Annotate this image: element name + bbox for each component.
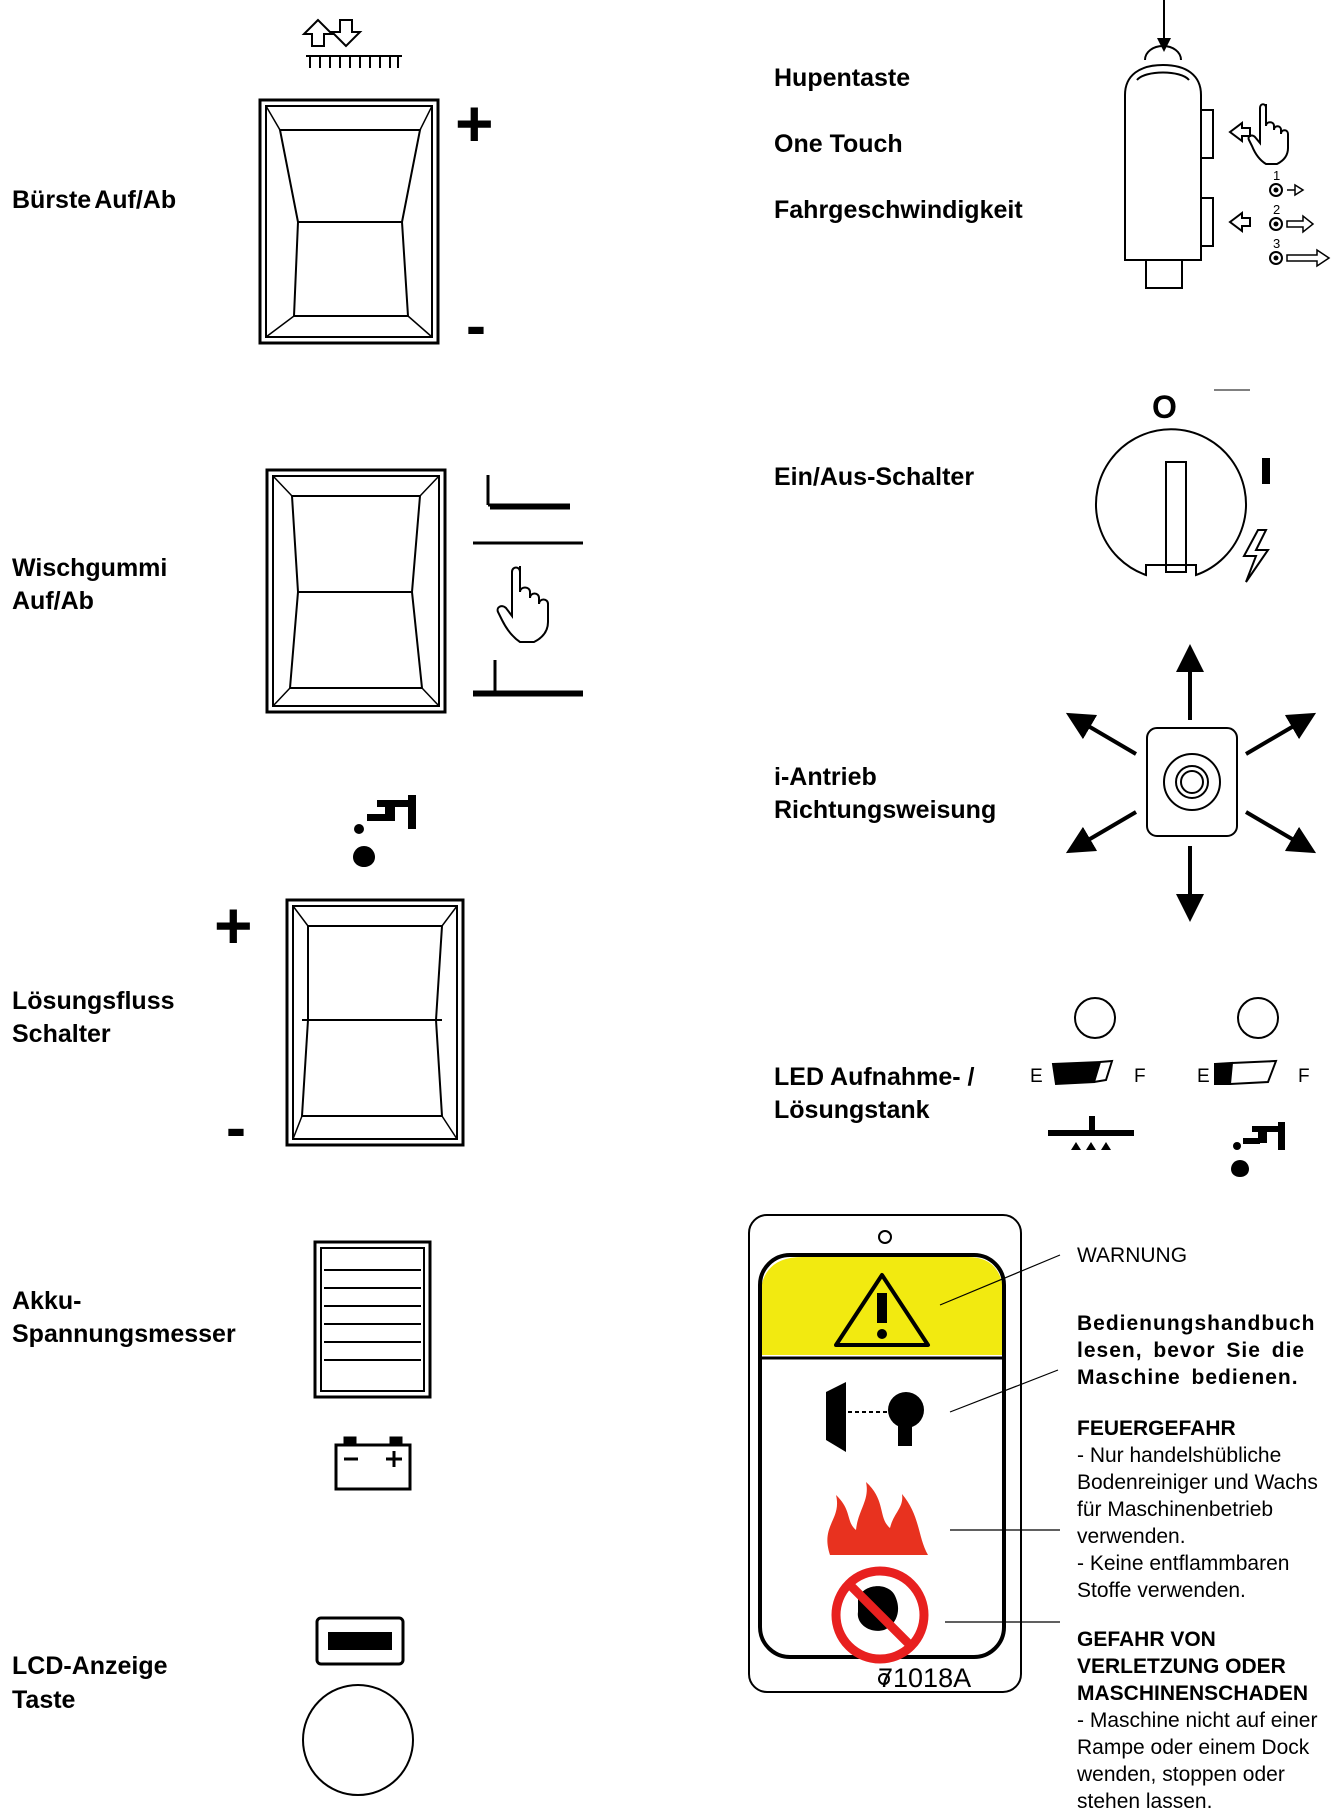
part-number: 71018A (878, 1663, 972, 1693)
recovery-empty-label: E (1030, 1066, 1043, 1087)
injury-title-1: GEFAHR VON (1077, 1628, 1216, 1651)
on-off-switch-label: Ein/Aus-Schalter (774, 463, 975, 491)
solution-tank-led (1214, 997, 1279, 1085)
leader-lines (939, 1254, 1061, 1623)
battery-label-line1: Akku- (12, 1287, 82, 1315)
brush-rocker-switch[interactable] (258, 98, 440, 345)
one-touch-arrow-icon (1228, 211, 1251, 233)
recovery-tank-led (1051, 997, 1116, 1086)
fire-hazard-icon (827, 1482, 928, 1555)
led-label-line1: LED Aufnahme- / (774, 1063, 975, 1091)
direction-selector-knob[interactable] (1146, 727, 1238, 837)
horn-arrow-icon (1228, 121, 1251, 143)
solution-rocker-switch[interactable] (285, 898, 465, 1147)
lcd-button[interactable] (302, 1684, 414, 1796)
injury-line-1: - Maschine nicht auf einer (1077, 1709, 1318, 1732)
battery-voltmeter-display (313, 1240, 432, 1399)
battery-icon (334, 1436, 412, 1491)
squeegee-rocker-switch[interactable] (265, 468, 447, 714)
fire-line-4: verwenden. (1077, 1525, 1186, 1548)
travel-speed-label: Fahrgeschwindigkeit (774, 196, 1023, 224)
no-step-prohibition-icon (831, 1566, 929, 1664)
battery-label-line2: Spannungsmesser (12, 1320, 236, 1348)
lcd-display (315, 1616, 405, 1666)
brush-plus-sign: + (455, 86, 494, 160)
lcd-label-line2: Taste (12, 1686, 76, 1714)
hand-press-icon (496, 566, 549, 643)
warning-triangle-icon (834, 1273, 930, 1347)
key-switch[interactable] (1095, 389, 1250, 577)
solution-full-label: F (1298, 1066, 1310, 1087)
horn-button-label: Hupentaste (774, 64, 911, 92)
led-label-line2: Lösungstank (774, 1096, 930, 1124)
manual-line-1: Bedienungshandbuch (1077, 1312, 1316, 1335)
faucet-icon (1231, 1122, 1285, 1177)
warning-decal (748, 1214, 1022, 1693)
squeegee-label-line2: Auf/Ab (12, 587, 94, 615)
drive-handle-joystick[interactable] (1124, 0, 1214, 289)
one-touch-label: One Touch (774, 130, 903, 158)
injury-line-4: stehen lassen. (1077, 1790, 1213, 1813)
speed-3-label: 3 (1273, 236, 1280, 251)
start-lightning-icon (1242, 529, 1270, 583)
brush-minus-sign: - (466, 292, 486, 359)
solution-flow-label-line1: Lösungsfluss (12, 987, 175, 1015)
fire-line-2: Bodenreiniger und Wachs (1077, 1471, 1318, 1494)
solution-plus-sign: + (214, 888, 253, 962)
lcd-label-line1: LCD-Anzeige (12, 1652, 168, 1680)
squeegee-up-icon (473, 475, 583, 545)
speed-selector-icon: 1 2 3 (1269, 168, 1331, 268)
direction-arrows-icon (1065, 644, 1317, 922)
read-manual-icon (826, 1382, 924, 1452)
squeegee-label-line1: Wischgummi (12, 554, 168, 582)
squeegee-down-icon (473, 660, 583, 697)
decal-hole (878, 1673, 890, 1685)
injury-title-3: MASCHINENSCHADEN (1077, 1682, 1309, 1705)
injury-line-3: wenden, stoppen oder (1077, 1763, 1285, 1786)
fire-line-3: für Maschinenbetrieb (1077, 1498, 1274, 1521)
drive-label-line2: Richtungsweisung (774, 796, 997, 824)
speed-2-label: 2 (1273, 202, 1280, 217)
manual-line-3: Maschine bedienen. (1077, 1366, 1299, 1389)
speed-1-label: 1 (1273, 168, 1280, 183)
warning-title: WARNUNG (1077, 1244, 1188, 1267)
injury-title-2: VERLETZUNG ODER (1077, 1655, 1286, 1678)
fire-hazard-title: FEUERGEFAHR (1077, 1417, 1236, 1440)
brush-up-down-label: Bürste Auf/Ab (12, 186, 177, 214)
fire-line-1: - Nur handelshübliche (1077, 1444, 1282, 1467)
solution-minus-sign: - (226, 1094, 246, 1161)
on-position-mark (1262, 458, 1270, 484)
hand-press-icon (1247, 103, 1289, 165)
off-position-label: O (1152, 389, 1177, 425)
recovery-squeegee-icon (1048, 1116, 1134, 1150)
faucet-icon (353, 795, 416, 867)
solution-empty-label: E (1197, 1066, 1210, 1087)
fire-line-6: Stoffe verwenden. (1077, 1579, 1246, 1602)
fire-line-5: - Keine entflammbaren (1077, 1552, 1290, 1575)
solution-flow-label-line2: Schalter (12, 1020, 111, 1048)
brush-up-down-icon (301, 18, 402, 68)
injury-line-2: Rampe oder einem Dock (1077, 1736, 1310, 1759)
recovery-full-label: F (1134, 1066, 1146, 1087)
manual-line-2: lesen, bevor Sie die (1077, 1339, 1306, 1362)
drive-label-line1: i-Antrieb (774, 763, 877, 791)
